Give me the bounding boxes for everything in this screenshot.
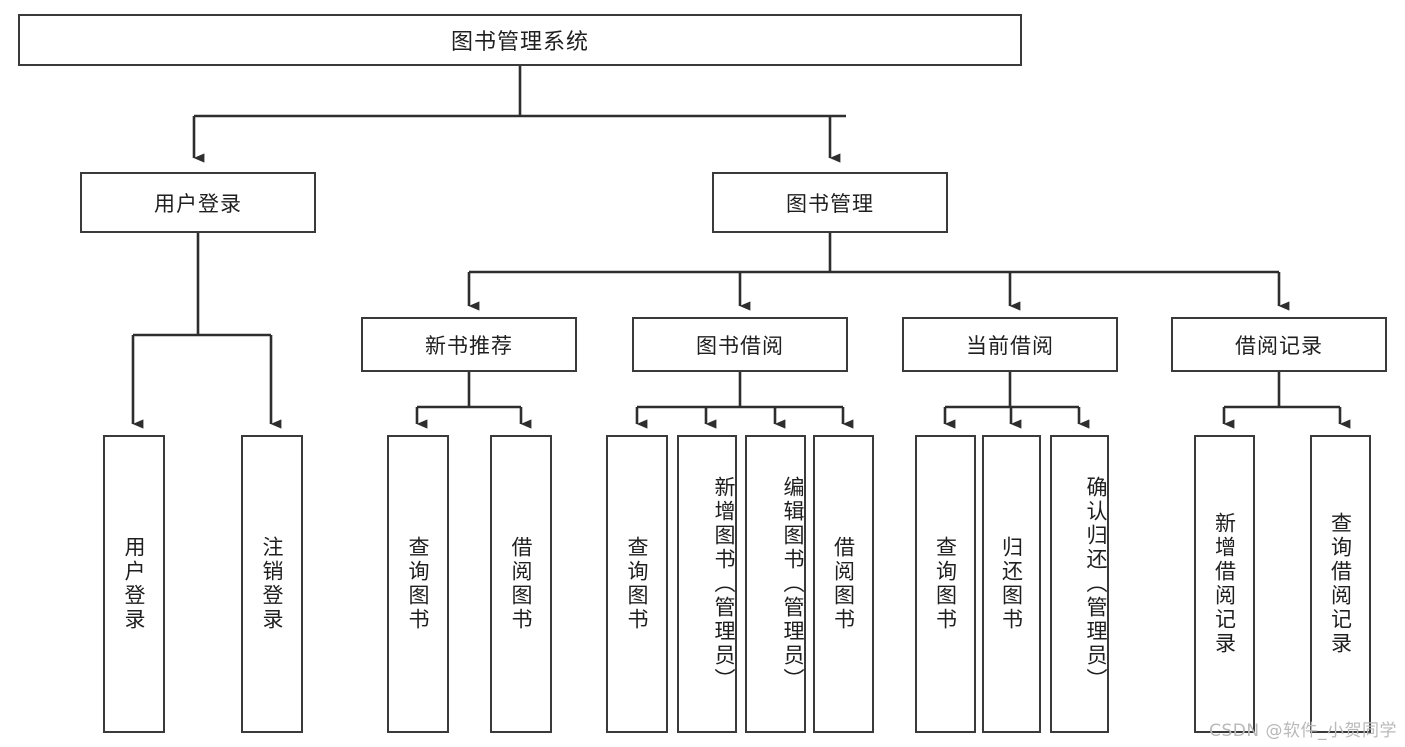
- node-label: 确认归还（管理员）: [1084, 476, 1108, 692]
- node-label: 借阅图书: [509, 536, 534, 632]
- leaf-user-login-login[interactable]: 用户登录: [103, 435, 165, 733]
- node-user-login[interactable]: 用户登录: [80, 172, 316, 233]
- watermark: CSDN @软件_小贺同学: [1209, 721, 1397, 741]
- node-label: 图书借阅: [696, 333, 784, 358]
- node-current-borrow[interactable]: 当前借阅: [902, 317, 1118, 372]
- node-label: 当前借阅: [966, 333, 1054, 358]
- node-label: 新增借阅记录: [1212, 512, 1237, 656]
- leaf-borrow-record-add[interactable]: 新增借阅记录: [1194, 435, 1255, 733]
- leaf-book-borrow-add[interactable]: 新增图书（管理员）: [677, 435, 737, 733]
- node-label: 新增图书（管理员）: [712, 476, 736, 692]
- leaf-current-borrow-confirm[interactable]: 确认归还（管理员）: [1050, 435, 1109, 733]
- leaf-user-login-logout[interactable]: 注销登录: [241, 435, 303, 733]
- leaf-book-borrow-borrow[interactable]: 借阅图书: [813, 435, 874, 733]
- node-label: 用户登录: [154, 191, 242, 216]
- leaf-current-borrow-return[interactable]: 归还图书: [982, 435, 1041, 733]
- leaf-new-book-query[interactable]: 查询图书: [387, 435, 449, 733]
- leaf-current-borrow-query[interactable]: 查询图书: [915, 435, 976, 733]
- node-label: 注销登录: [260, 536, 285, 632]
- node-label: 查询图书: [625, 536, 650, 632]
- node-label: 查询图书: [406, 536, 431, 632]
- node-label: 编辑图书（管理员）: [781, 476, 805, 692]
- node-book-management[interactable]: 图书管理: [712, 172, 948, 233]
- node-label: 借阅图书: [831, 536, 856, 632]
- node-book-borrow[interactable]: 图书借阅: [632, 317, 848, 372]
- leaf-new-book-borrow[interactable]: 借阅图书: [490, 435, 552, 733]
- node-label: 归还图书: [999, 536, 1024, 632]
- node-label: 查询借阅记录: [1328, 512, 1353, 656]
- node-label: 查询图书: [933, 536, 958, 632]
- leaf-borrow-record-query[interactable]: 查询借阅记录: [1310, 435, 1371, 733]
- leaf-book-borrow-edit[interactable]: 编辑图书（管理员）: [745, 435, 806, 733]
- node-label: 借阅记录: [1235, 333, 1323, 358]
- node-label: 图书管理: [786, 191, 874, 216]
- node-borrow-record[interactable]: 借阅记录: [1171, 317, 1387, 372]
- node-label: 图书管理系统: [450, 30, 589, 55]
- node-label: 新书推荐: [425, 333, 513, 358]
- node-label: 用户登录: [122, 536, 147, 632]
- node-root-system[interactable]: 图书管理系统: [18, 14, 1022, 66]
- node-new-book-recommend[interactable]: 新书推荐: [361, 317, 577, 372]
- leaf-book-borrow-query[interactable]: 查询图书: [606, 435, 668, 733]
